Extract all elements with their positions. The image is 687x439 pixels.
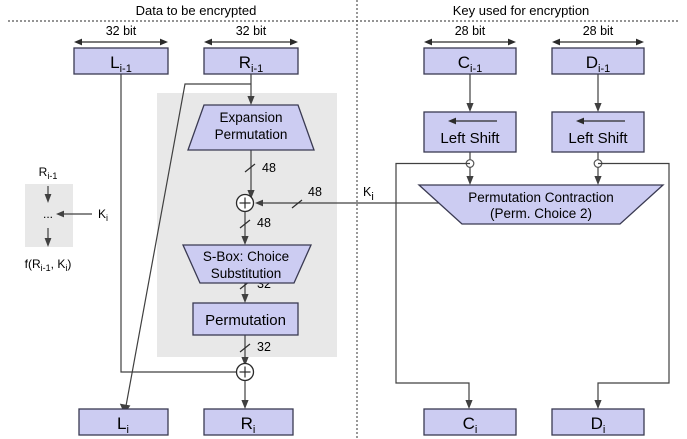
arrowhead-dout (594, 400, 602, 409)
wire-label-key-in: 48 (308, 185, 322, 199)
box-left-shift-1 (423, 111, 517, 153)
bitwidth-tick-32b (239, 343, 251, 353)
bitwidth-label-l-prev: 32 bit (106, 24, 137, 38)
bitwidth-label-r-prev: 32 bit (236, 24, 267, 38)
box-l-prev (73, 47, 169, 75)
wire-label-perm-out: 32 (257, 340, 271, 354)
box-c-prev (423, 47, 517, 75)
label-left-shift-1: Left Shift (440, 130, 500, 147)
box-permutation (192, 302, 299, 336)
shape-expansion-permutation (187, 104, 315, 151)
arrowhead-sbox-in (241, 236, 249, 245)
label-c-out: Ci (463, 414, 478, 436)
label-l-out: Li (117, 414, 129, 436)
legend-ellipsis: ... (43, 207, 53, 221)
box-r-prev (203, 47, 299, 75)
legend-f-function: Ri-1 ... Ki f(Ri-1, Ki) (25, 165, 108, 273)
left-arrow-icon-2 (576, 117, 625, 125)
wire-bypass-c-to-cout (395, 162, 470, 402)
box-c-out (423, 408, 517, 436)
shape-permutation-contraction (417, 184, 665, 225)
xor-gate-feistel (235, 362, 255, 382)
bitwidth-tick-48key (291, 199, 303, 209)
xor-gate-key (235, 193, 255, 213)
arrowhead-xor-in-key (255, 199, 263, 207)
label-sbox-line2: Substitution (211, 266, 282, 281)
arrowhead-contraction-in-d (594, 176, 602, 185)
label-expansion-line1: Expansion (219, 110, 282, 125)
wire-lprev-to-xor (120, 74, 240, 373)
label-r-out: Ri (241, 414, 256, 436)
label-contraction-line1: Permutation Contraction (468, 190, 614, 205)
legend-arrowhead-out (44, 238, 52, 247)
label-l-prev: Li-1 (110, 53, 132, 75)
wire-rprev-to-lout (125, 83, 251, 407)
wire-label-xor-out: 48 (257, 216, 271, 230)
legend-arrowhead-in (44, 194, 52, 203)
legend-key-label: Ki (98, 207, 108, 223)
bitwidth-arrow-l-prev (74, 38, 168, 46)
label-d-prev: Di-1 (586, 53, 611, 75)
left-arrow-icon-1 (448, 117, 497, 125)
label-d-out: Di (591, 414, 606, 436)
arrowhead-leftshift2-in (594, 103, 602, 112)
arrowhead-rout (241, 400, 249, 409)
wire-label-expansion-out: 48 (262, 161, 276, 175)
label-contraction-line2: (Perm. Choice 2) (490, 206, 592, 221)
title-data-section: Data to be encrypted (136, 3, 257, 18)
bitwidth-tick-48a (244, 163, 256, 173)
wire-bypass-d-to-dout (597, 162, 670, 402)
label-r-prev: Ri-1 (239, 53, 264, 75)
subkey-label-base: Ki (363, 185, 374, 203)
arrowhead-expansion-in (247, 96, 255, 105)
legend-arrowhead-key (56, 210, 64, 218)
legend-output-label: f(Ri-1, Ki) (25, 257, 72, 273)
shape-sbox-substitution (181, 244, 313, 284)
bitwidth-label-d-prev: 28 bit (583, 24, 614, 38)
bitwidth-label-c-prev: 28 bit (455, 24, 486, 38)
bitwidth-arrow-d-prev (552, 38, 644, 46)
bitwidth-arrow-c-prev (424, 38, 516, 46)
label-c-prev: Ci-1 (458, 53, 483, 75)
arrowhead-cout (465, 400, 473, 409)
box-left-shift-2 (551, 111, 645, 153)
arrowhead-permutation-in (241, 294, 249, 303)
legend-input-label: Ri-1 (39, 165, 58, 181)
arrowhead-contraction-in-c (466, 176, 474, 185)
title-key-section: Key used for encryption (453, 3, 590, 18)
label-expansion-line2: Permutation (215, 127, 288, 142)
box-d-out (551, 408, 645, 436)
arrowhead-leftshift1-in (466, 103, 474, 112)
label-permutation: Permutation (205, 312, 286, 329)
label-sbox-line1: S-Box: Choice (203, 249, 289, 264)
bitwidth-arrow-r-prev (204, 38, 298, 46)
arrowhead-xor-in-top (247, 190, 255, 199)
box-d-prev (551, 47, 645, 75)
label-left-shift-2: Left Shift (568, 130, 628, 147)
bitwidth-tick-48b (239, 219, 251, 229)
arrowhead-final-xor-in (241, 357, 249, 366)
box-r-out (203, 408, 294, 436)
box-l-out (78, 408, 169, 436)
